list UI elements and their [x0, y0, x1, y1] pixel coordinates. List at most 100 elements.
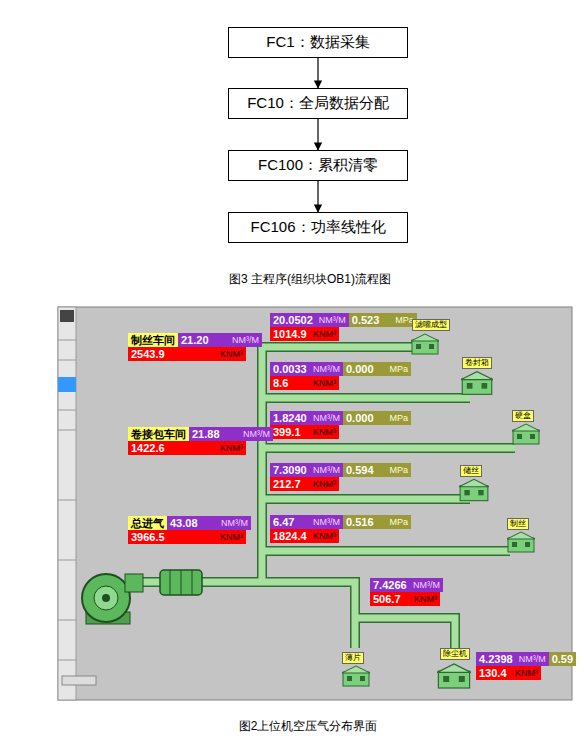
- side-bar-lines: [58, 340, 76, 660]
- process-text: FC1：数据采集: [266, 33, 369, 52]
- unit-text: NM³/M: [310, 362, 343, 376]
- workshop-label: 除尘机: [440, 648, 470, 660]
- readout-row: 6.47NM³/M0.516MPa: [270, 515, 411, 529]
- readout-row: 212.7KNM³: [270, 477, 411, 491]
- readout-value: 1422.6: [128, 441, 196, 455]
- unit-text: KNM³: [196, 347, 246, 361]
- area-name: 总进气: [128, 516, 167, 530]
- unit-text: NM³/M: [201, 516, 251, 530]
- workshop-icon: [507, 532, 535, 552]
- dust-collector-icon: [437, 664, 471, 688]
- readout-value: 506.7: [370, 592, 410, 606]
- side-bar: [58, 307, 76, 700]
- unit-text: KNM³: [410, 592, 440, 606]
- flow-arrow: [317, 181, 318, 212]
- process-text: FC100：累积清零: [258, 156, 378, 175]
- process-text: FC10：全局数据分配: [247, 94, 389, 113]
- readout-value: 6.47: [270, 515, 310, 529]
- unit-text: KNM³: [196, 441, 246, 455]
- unit-text: MPa: [379, 362, 411, 376]
- process-box: FC100：累积清零: [228, 150, 408, 181]
- readout-row: 130.4KNM³: [476, 666, 576, 680]
- readout-panel: 1.8240NM³/M0.000MPa399.1KNM³: [270, 411, 411, 439]
- readout-value: 0.000: [343, 411, 379, 425]
- readout-value: 21.20: [178, 333, 212, 347]
- readout-value: 0.594: [343, 463, 379, 477]
- process-box: FC10：全局数据分配: [228, 88, 408, 119]
- workshop-icon: [459, 479, 489, 500]
- motor: [160, 570, 202, 595]
- readout-value: 2543.9: [128, 347, 196, 361]
- readout-row: 1.8240NM³/M0.000MPa: [270, 411, 411, 425]
- readout-value: 1824.4: [270, 529, 310, 543]
- side-bar-selected: [58, 377, 76, 392]
- flow-arrow: [317, 58, 318, 88]
- unit-text: NM³/M: [310, 463, 343, 477]
- unit-text: KNM³: [310, 529, 339, 543]
- readout-row: 总进气43.08NM³/M: [128, 516, 251, 530]
- unit-text: KNM³: [310, 327, 339, 341]
- hmi-screen: [58, 307, 572, 700]
- unit-text: NM³/M: [316, 313, 349, 327]
- readout-value: 8.6: [270, 376, 310, 390]
- readout-value: 7.4266: [370, 578, 410, 592]
- workshop-label: 卷封箱: [462, 357, 492, 369]
- workshop-label: 硬盒: [512, 410, 534, 422]
- process-box: FC1：数据采集: [228, 27, 408, 58]
- readout-row: 卷接包车间21.88NM³/M: [128, 427, 273, 441]
- readout-row: 制丝车间21.20NM³/M: [128, 333, 262, 347]
- readout-value: 1014.9: [270, 327, 310, 341]
- area-name: 制丝车间: [128, 333, 178, 347]
- unit-text: NM³/M: [310, 411, 343, 425]
- readout-value: 0.000: [343, 362, 379, 376]
- unit-text: KNM³: [310, 477, 339, 491]
- readout-value: 4.2398: [476, 652, 516, 666]
- readout-value: 1.8240: [270, 411, 310, 425]
- readout-value: 3966.5: [128, 530, 196, 544]
- readout-row: 8.6KNM³: [270, 376, 411, 390]
- pipes: [140, 347, 515, 650]
- figure-caption: 图3 主程序(组织块OB1)流程图: [229, 271, 391, 288]
- flow-arrow: [317, 119, 318, 150]
- readout-panel: 6.47NM³/M0.516MPa1824.4KNM³: [270, 515, 411, 543]
- workshop-label: 储丝: [460, 465, 482, 477]
- readout-value: 399.1: [270, 425, 310, 439]
- area-name: 卷接包车间: [128, 427, 189, 441]
- readout-row: 1422.6KNM³: [128, 441, 273, 455]
- workshop-icon: [411, 334, 439, 354]
- unit-text: MPa: [379, 411, 411, 425]
- process-box: FC106：功率线性化: [228, 212, 408, 243]
- figure-caption: 图2上位机空压气分布界面: [239, 718, 378, 735]
- readout-panel: 20.0502NM³/M0.523MPa1014.9KNM³: [270, 313, 417, 341]
- readout-panel: 卷接包车间21.88NM³/M1422.6KNM³: [128, 427, 273, 455]
- toolbar: [62, 676, 96, 685]
- readout-row: 7.4266NM³/M: [370, 578, 443, 592]
- unit-text: KNM³: [512, 666, 541, 680]
- readout-panel: 4.2398NM³/M0.59130.4KNM³: [476, 652, 576, 680]
- readout-row: 2543.9KNM³: [128, 347, 262, 361]
- workshop-label: 滤嘴成型: [412, 319, 450, 331]
- process-text: FC106：功率线性化: [250, 218, 385, 237]
- workshop-icon: [512, 424, 540, 444]
- readout-value: 0.516: [343, 515, 379, 529]
- workshop-label: 薄片: [342, 652, 364, 664]
- unit-text: KNM³: [310, 376, 339, 390]
- readout-row: 1014.9KNM³: [270, 327, 417, 341]
- readout-row: 1824.4KNM³: [270, 529, 411, 543]
- fan: [82, 574, 143, 624]
- readout-value: 20.0502: [270, 313, 316, 327]
- readout-row: 399.1KNM³: [270, 425, 411, 439]
- readout-row: 20.0502NM³/M0.523MPa: [270, 313, 417, 327]
- logo-icon: [60, 310, 74, 322]
- readout-value: 212.7: [270, 477, 310, 491]
- unit-text: MPa: [379, 463, 411, 477]
- readout-value: 43.08: [167, 516, 201, 530]
- readout-panel: 制丝车间21.20NM³/M2543.9KNM³: [128, 333, 262, 361]
- unit-text: NM³/M: [410, 578, 443, 592]
- readout-value: 0.523: [349, 313, 385, 327]
- workshop-icon: [461, 372, 493, 395]
- readout-value: 130.4: [476, 666, 512, 680]
- readout-value: 0.59: [549, 652, 576, 666]
- unit-text: MPa: [379, 515, 411, 529]
- workshop-icon: [342, 666, 370, 686]
